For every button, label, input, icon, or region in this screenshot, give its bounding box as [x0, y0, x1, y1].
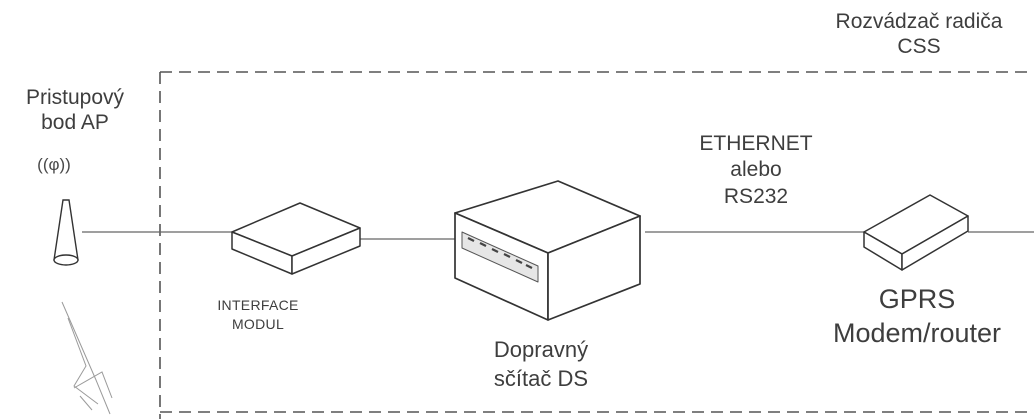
link-label-line3: RS232: [723, 184, 789, 208]
cabinet-boundary: [159, 71, 1034, 419]
modem-box-icon: [863, 194, 969, 271]
traffic-counter-label-line1: Dopravný: [493, 337, 589, 362]
traffic-counter-box-icon: [454, 180, 641, 321]
gprs-label-line1: GPRS: [878, 284, 956, 314]
connection-lines: [82, 231, 1034, 240]
interface-module-label: INTERFACE MODUL: [198, 296, 318, 334]
sketch-scribble: [61, 301, 113, 415]
gprs-label-line2: Modem/router: [832, 317, 1002, 348]
access-point-label: Pristupový bod AP: [0, 86, 150, 136]
access-point-label-line2: bod AP: [41, 110, 109, 134]
link-label: ETHERNET alebo RS232: [676, 131, 836, 210]
traffic-counter-label-line2: sčítač DS: [493, 365, 589, 391]
interface-module-box-icon: [231, 202, 361, 275]
link-label-line2: alebo: [730, 158, 782, 182]
cabinet-label: Rozvádzač radiča CSS: [808, 10, 1030, 60]
cabinet-label-line2: CSS: [897, 34, 941, 58]
traffic-counter-label: Dopravný sčítač DS: [456, 336, 626, 393]
cabinet-label-line1: Rozvádzač radiča: [835, 10, 1003, 33]
access-point-label-line1: Pristupový: [25, 86, 125, 109]
wifi-signal-icon: ((φ)): [37, 155, 71, 174]
antenna-icon: [53, 199, 79, 266]
interface-module-label-line1: INTERFACE: [217, 297, 299, 313]
link-label-line1: ETHERNET: [699, 132, 813, 155]
gprs-label: GPRS Modem/router: [800, 283, 1034, 351]
interface-module-label-line2: MODUL: [231, 315, 285, 332]
